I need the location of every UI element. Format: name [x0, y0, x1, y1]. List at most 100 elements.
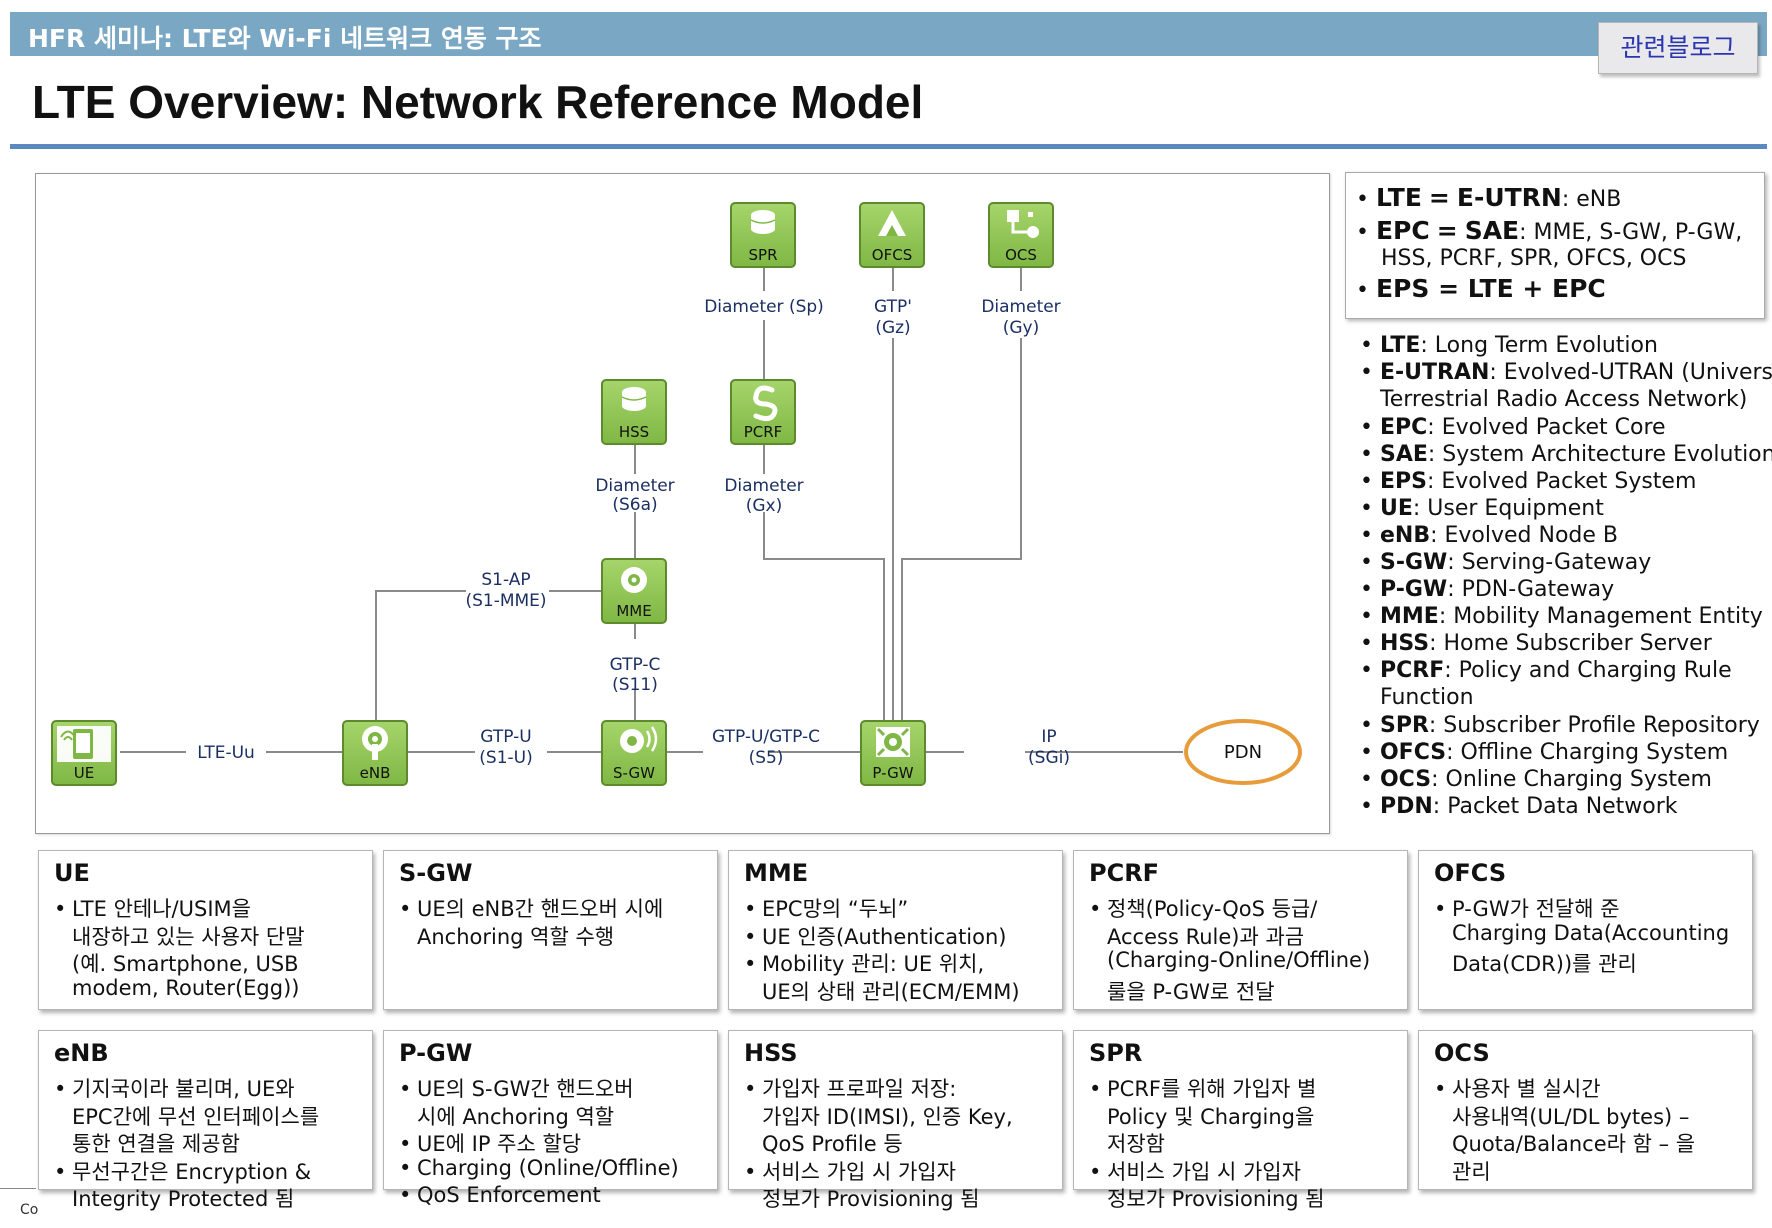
card-line: •EPC망의 “두뇌”: [744, 897, 909, 921]
abbr-item: • OCS: Online Charging System: [1360, 767, 1712, 792]
node-ofcs[interactable]: OFCS: [859, 202, 925, 268]
summary-lte-line: • LTE = E-UTRN: eNB: [1356, 183, 1622, 212]
node-spr[interactable]: SPR: [730, 202, 796, 268]
node-pdn[interactable]: PDN: [1184, 719, 1302, 785]
label-s5-iface: (S5): [749, 748, 784, 768]
label-s1u-proto: GTP-U: [480, 727, 531, 747]
label-sgi-proto: IP: [1041, 727, 1056, 747]
node-ue[interactable]: UE: [51, 720, 117, 786]
node-sgw-label: S-GW: [613, 764, 655, 782]
card-line: 내장하고 있는 사용자 단말: [72, 924, 305, 949]
node-pcrf-label: PCRF: [744, 423, 783, 441]
database-icon: [750, 210, 776, 234]
node-pcrf[interactable]: PCRF: [730, 379, 796, 445]
gear-wireless-icon: [620, 726, 658, 753]
card-line: 통한 연결을 제공함: [72, 1132, 240, 1156]
label-gy-iface: (Gy): [1003, 318, 1040, 338]
card-title: HSS: [744, 1039, 798, 1067]
node-mme-label: MME: [616, 602, 651, 620]
label-s1mme-iface: (S1-MME): [465, 591, 546, 611]
node-pgw[interactable]: P-GW: [860, 720, 926, 786]
card-line: 가입자 ID(IMSI), 인증 Key,: [762, 1104, 1013, 1129]
label-sp: Diameter (Sp): [704, 297, 824, 317]
card-s-gw: S-GW •UE의 eNB간 핸드오버 시에 Anchoring 역할 수행: [383, 850, 718, 1010]
seminar-title-bar: HFR 세미나: LTE와 Wi-Fi 네트워크 연동 구조: [10, 12, 1767, 56]
abbr-item: • UE: User Equipment: [1360, 496, 1604, 521]
node-sgw[interactable]: S-GW: [601, 720, 667, 786]
card-title: OCS: [1434, 1039, 1490, 1067]
card-line: EPC간에 무선 인터페이스를: [72, 1104, 320, 1129]
node-enb[interactable]: eNB: [342, 720, 408, 786]
network-reference-diagram: UE eNB S-GW: [35, 173, 1330, 834]
policy-icon: [753, 385, 778, 422]
abbr-item: • SAE: System Architecture Evolution: [1360, 442, 1772, 467]
abbr-item: • PDN: Packet Data Network: [1360, 794, 1678, 819]
node-hss-label: HSS: [619, 423, 649, 441]
node-ofcs-label: OFCS: [872, 246, 912, 264]
node-ocs-label: OCS: [1005, 246, 1037, 264]
node-mme[interactable]: MME: [601, 558, 667, 624]
phone-icon: [60, 729, 93, 759]
node-hss[interactable]: HSS: [601, 379, 667, 445]
card-line: 룰을 P-GW로 전달: [1107, 979, 1275, 1004]
card-line: •QoS Enforcement: [399, 1183, 601, 1207]
card-line: 저장함: [1107, 1132, 1165, 1156]
label-s6a-proto: Diameter: [595, 476, 674, 496]
abbr-item: • MME: Mobility Management Entity: [1360, 604, 1763, 629]
seminar-title: HFR 세미나: LTE와 Wi-Fi 네트워크 연동 구조: [28, 24, 542, 53]
abbr-item: • eNB: Evolved Node B: [1360, 523, 1619, 548]
card-line: Data(CDR))를 관리: [1452, 952, 1637, 976]
gear-icon: [621, 567, 647, 593]
label-s1mme-proto: S1-AP: [481, 570, 530, 590]
label-s5-proto: GTP-U/GTP-C: [712, 727, 820, 747]
card-title: MME: [744, 859, 809, 887]
node-spr-label: SPR: [749, 246, 778, 264]
card-line: •무선구간은 Encryption &: [54, 1159, 312, 1184]
abbr-item-cont: Terrestrial Radio Access Network): [1380, 387, 1748, 412]
node-ue-label: UE: [74, 764, 94, 782]
card-title: SPR: [1089, 1039, 1143, 1067]
card-line: (Charging-Online/Offline): [1107, 948, 1371, 972]
label-s6a-iface: (S6a): [612, 495, 657, 515]
node-pdn-label: PDN: [1224, 742, 1262, 763]
card-title: UE: [54, 859, 90, 887]
label-gy-proto: Diameter: [981, 297, 1060, 317]
connector-lines: [120, 257, 1183, 753]
abbr-item: • OFCS: Offline Charging System: [1360, 740, 1729, 765]
abbr-item: • EPS: Evolved Packet System: [1360, 469, 1697, 494]
card-line: •Charging (Online/Offline): [399, 1155, 679, 1180]
summary-box: • LTE = E-UTRN: eNB • EPC = SAE: MME, S-…: [1345, 172, 1765, 319]
card-line: (예. Smartphone, USB: [72, 952, 299, 976]
flow-icon: [1007, 210, 1039, 238]
abbr-item: • EPC: Evolved Packet Core: [1360, 415, 1666, 440]
card-line: UE의 상태 관리(ECM/EMM): [762, 979, 1020, 1004]
card-line: •UE 인증(Authentication): [744, 924, 1007, 949]
node-ocs[interactable]: OCS: [988, 202, 1054, 268]
card-line: 사용내역(UL/DL bytes) –: [1452, 1104, 1690, 1129]
card-line: Anchoring 역할 수행: [417, 924, 615, 949]
card-line: •LTE 안테나/USIM을: [54, 897, 251, 921]
label-gx-proto: Diameter: [724, 476, 803, 496]
abbr-item: • E-UTRAN: Evolved-UTRAN (Universal: [1360, 360, 1772, 385]
card-title: S-GW: [399, 859, 473, 887]
label-lte-uu: LTE-Uu: [197, 743, 255, 763]
label-s1u-iface: (S1-U): [479, 748, 532, 768]
node-pgw-label: P-GW: [872, 764, 913, 782]
label-gx-iface: (Gx): [746, 496, 783, 516]
card-line: •UE의 eNB간 핸드오버 시에: [399, 897, 664, 921]
abbr-item: • SPR: Subscriber Profile Repository: [1360, 713, 1760, 738]
card-line: Quota/Balance라 함 – 을: [1452, 1132, 1696, 1156]
related-blog-button[interactable]: 관련블로그: [1598, 22, 1758, 74]
abbr-item-cont: Function: [1380, 685, 1474, 710]
card-line: •정책(Policy-QoS 등급/: [1089, 897, 1318, 921]
abbr-item: • S-GW: Serving-Gateway: [1360, 550, 1652, 575]
card-title: eNB: [54, 1039, 109, 1067]
card-line: •서비스 가입 시 가입자: [744, 1159, 956, 1184]
card-title: PCRF: [1089, 859, 1160, 887]
card-hss: HSS•가입자 프로파일 저장:가입자 ID(IMSI), 인증 Key,QoS…: [728, 1030, 1063, 1211]
label-gz-iface: (Gz): [875, 318, 910, 338]
card-line: Access Rule)과 과금: [1107, 924, 1305, 949]
abbr-item: • HSS: Home Subscriber Server: [1360, 631, 1712, 656]
